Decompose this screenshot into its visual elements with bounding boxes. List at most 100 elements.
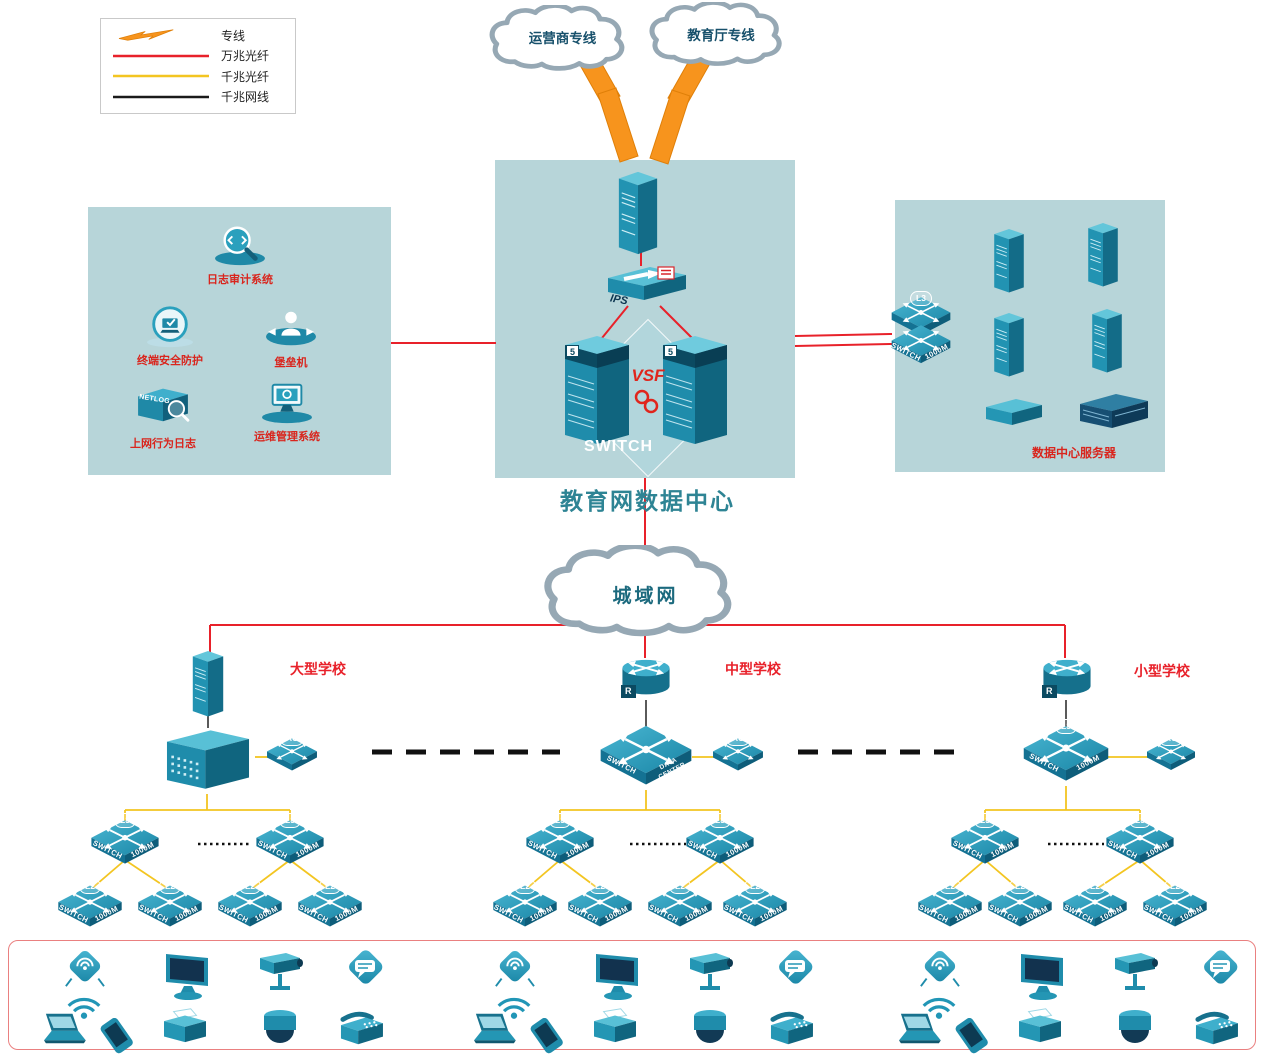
ptz-camera-icon <box>1107 948 1165 996</box>
school-label-medium: 中型学校 <box>725 661 781 677</box>
cloud-label: 城域网 <box>612 586 679 607</box>
core-switch-word: SWITCH <box>584 438 654 455</box>
legend-row-10g-fiber: 万兆光纤 <box>111 47 285 64</box>
laptop-icon <box>36 1010 90 1048</box>
ac-badge: AC <box>725 731 751 746</box>
l2-badge: L2 <box>669 879 691 894</box>
school-datacenter-switch: SWITCH DATA CENTER <box>597 724 695 792</box>
core-server-icon <box>160 724 256 796</box>
l2-badge: L2 <box>239 879 261 894</box>
l2-access-switch: L2 SWITCH 1000M <box>492 879 558 932</box>
l3-aggregation-switch: L3 SWITCH 1000M <box>255 813 325 870</box>
l2-badge: L2 <box>939 879 961 894</box>
router-badge: R <box>1042 685 1057 698</box>
cloud-label: 教育厅专线 <box>687 28 755 43</box>
l2-access-switch: L2 SWITCH 1000M <box>1142 879 1208 932</box>
net-behavior-log: NETLOG 上网行为日志 <box>119 381 207 451</box>
desk-phone-icon <box>332 1008 390 1050</box>
endpoint-protection-icon <box>147 306 193 348</box>
rack-server <box>1076 388 1152 438</box>
l3-badge: L3 <box>709 813 731 828</box>
server-tower <box>1080 220 1126 288</box>
l2-access-switch: L2 SWITCH 1000M <box>647 879 713 932</box>
server-tower <box>1084 306 1130 374</box>
l3-badge: L3 <box>910 291 932 306</box>
1g-copper-line-icon <box>113 95 209 98</box>
legend-label: 千兆光纤 <box>221 69 270 84</box>
dome-camera-icon <box>688 1004 732 1048</box>
sec-item-label: 运维管理系统 <box>254 431 320 443</box>
datacenter-title: 教育网数据中心 <box>560 488 735 515</box>
server-icon <box>1084 306 1130 374</box>
sec-item-label: 日志审计系统 <box>207 274 273 286</box>
smartphone-icon <box>525 1018 569 1054</box>
netlog-icon <box>138 388 190 422</box>
wireless-controller: AC <box>712 731 764 776</box>
legend-row-1g-copper: 千兆网线 <box>111 88 285 105</box>
1g-fiber-line-icon <box>113 75 209 78</box>
server-tower <box>986 226 1032 294</box>
server-zone-label: 数据中心服务器 <box>1031 446 1116 460</box>
legend-label: 万兆光纤 <box>221 49 270 64</box>
legend-label: 专线 <box>221 28 246 43</box>
ac-badge: AC <box>279 731 305 746</box>
l3-badge: L3 <box>1129 813 1151 828</box>
ac-badge: AC <box>1158 731 1184 746</box>
l3-aggregation-switch: L3 SWITCH 1000M <box>1105 813 1175 870</box>
netlog-icon-wrap: NETLOG <box>132 381 194 432</box>
storage-icon <box>982 392 1046 434</box>
desk-phone-icon <box>762 1008 820 1050</box>
l3-aggregation-switch: L3 SWITCH 1000M <box>950 813 1020 870</box>
desktop-monitor-icon <box>1013 950 1073 1002</box>
log-audit-icon <box>215 226 265 266</box>
l2-access-switch: L2 SWITCH 1000M <box>137 879 203 932</box>
legend-row-1g-fiber: 千兆光纤 <box>111 68 285 85</box>
l2-access-switch: L2 SWITCH 1000M <box>722 879 788 932</box>
cloud-label: 运营商专线 <box>528 31 597 46</box>
legend-row-dedicated-line: 专线 <box>111 27 285 44</box>
vsf-label: VSF <box>631 366 665 385</box>
core-switch-1: 5 <box>558 330 636 448</box>
legend: 专线 万兆光纤 千兆光纤 千兆网线 <box>100 18 296 114</box>
isp-line-cloud: 运营商专线 <box>485 5 640 77</box>
l3-aggregation-switch: L3 SWITCH 1000M <box>685 813 755 870</box>
voice-chat-icon <box>768 950 822 992</box>
l2-badge: L2 <box>1009 879 1031 894</box>
printer-icon <box>588 1004 642 1046</box>
dome-camera-icon <box>258 1004 302 1048</box>
legend-label: 千兆网线 <box>221 90 270 105</box>
wireless-ap-icon <box>58 950 110 990</box>
voice-chat-icon <box>1193 950 1247 992</box>
l3-badge: L3 <box>279 813 301 828</box>
lightning-icon <box>118 29 174 41</box>
ips-device: IPS <box>600 262 692 316</box>
voice-chat-icon <box>338 950 392 992</box>
main-firewall <box>610 168 666 256</box>
l2-access-switch: L2 SWITCH 1000M <box>1062 879 1128 932</box>
router-badge: R <box>621 685 636 698</box>
ptz-camera-icon <box>252 948 310 996</box>
server-icon <box>986 226 1032 294</box>
log-audit-system: 日志审计系统 <box>196 222 284 287</box>
server-zone-switch-bottom: SWITCH 1000M <box>890 324 952 368</box>
l2-badge: L2 <box>744 879 766 894</box>
laptop-icon <box>891 1010 945 1048</box>
l2-access-switch: L2 SWITCH 1000M <box>57 879 123 932</box>
firewall-icon <box>186 648 230 718</box>
school-firewall <box>186 648 230 718</box>
laptop-icon <box>466 1010 520 1048</box>
server-icon <box>986 310 1032 378</box>
ips-icon <box>600 262 692 316</box>
metro-network-cloud: 城域网 <box>538 545 753 645</box>
l2-badge: L2 <box>1164 879 1186 894</box>
storage-unit <box>982 392 1046 434</box>
desktop-monitor-icon <box>588 950 648 1002</box>
dome-camera-icon <box>1113 1004 1157 1048</box>
l2-access-switch: L2 SWITCH 1000M <box>567 879 633 932</box>
l2-access-switch: L2 SWITCH 1000M <box>217 879 283 932</box>
server-tower <box>986 310 1032 378</box>
l2-badge: L2 <box>1084 879 1106 894</box>
l2-access-switch: L2 SWITCH 1000M <box>987 879 1053 932</box>
l3-aggregation-switch: L3 SWITCH 1000M <box>90 813 160 870</box>
